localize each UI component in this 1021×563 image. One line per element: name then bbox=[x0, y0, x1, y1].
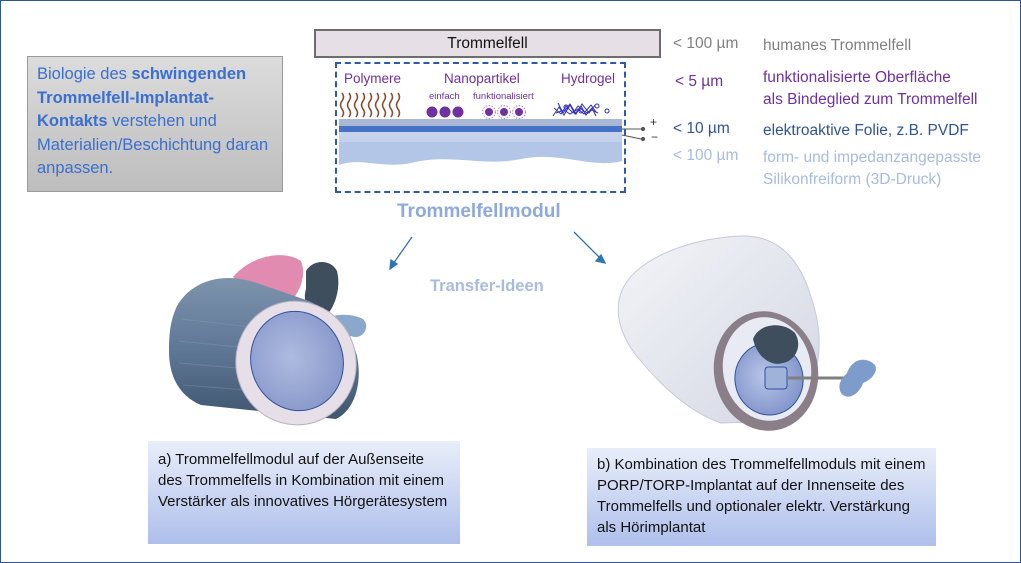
eardrum-module-a bbox=[250, 310, 344, 412]
measure-eardrum: < 100 µm bbox=[673, 35, 739, 52]
desc-eardrum: humanes Trommelfell bbox=[763, 37, 912, 54]
polymer-brushes bbox=[339, 92, 401, 118]
measure-silicone: < 100 µm bbox=[673, 147, 739, 164]
intro-text-bold: schwingenden Trommelfell-Implantat-Konta… bbox=[37, 65, 247, 130]
desc-foil: elektroaktive Folie, z.B. PVDF bbox=[763, 122, 969, 139]
transfer-arrows bbox=[389, 231, 607, 271]
stapes-footplate bbox=[839, 359, 876, 397]
label-einfach: einfach bbox=[429, 91, 460, 102]
desc-silicone-line1: form- und impedanzangepasste bbox=[763, 149, 981, 166]
label-hydrogel: Hydrogel bbox=[561, 71, 616, 86]
silicone-highlight bbox=[339, 136, 622, 142]
intro-text-part1: Biologie des bbox=[37, 65, 132, 83]
module-frame bbox=[335, 62, 626, 193]
porp-torp-head bbox=[764, 366, 788, 390]
illustration-b-inner-ear-implant bbox=[617, 235, 876, 431]
layer-stack bbox=[339, 119, 622, 165]
intro-text-part2: verstehen und Materialien/Beschichtung d… bbox=[37, 112, 269, 177]
nanoparticles-functionalized bbox=[482, 105, 526, 119]
desc-surface-line2: als Bindeglied zum Trommelfell bbox=[763, 91, 978, 108]
electrode-minus: − bbox=[651, 130, 659, 144]
desc-silicone-line2: Silikonfreiform (3D-Druck) bbox=[763, 171, 942, 188]
ossicle-incus-b bbox=[753, 325, 799, 364]
nanoparticles-simple bbox=[426, 106, 464, 118]
label-nanopartikel: Nanopartikel bbox=[444, 71, 520, 86]
pvdf-foil bbox=[339, 126, 622, 133]
foil-lower-edge bbox=[339, 132, 622, 136]
foil-substrate bbox=[339, 119, 622, 127]
measure-surface: < 5 µm bbox=[675, 73, 724, 90]
label-funktionalisiert: funktionalisiert bbox=[473, 91, 534, 102]
illustration-a-outer-ear-module bbox=[169, 255, 367, 426]
intro-textbox: Biologie des schwingenden Trommelfell-Im… bbox=[27, 56, 283, 192]
caption-b: b) Kombination des Trommelfellmoduls mit… bbox=[587, 448, 936, 546]
label-polymere: Polymere bbox=[344, 71, 402, 86]
measure-foil: < 10 µm bbox=[673, 120, 730, 137]
electrode-plus: + bbox=[650, 115, 658, 129]
module-title: Trommelfellmodul bbox=[397, 201, 561, 222]
hydrogel-network bbox=[552, 102, 610, 117]
ossicle-incus bbox=[304, 262, 339, 317]
desc-surface-line1: funktionalisierte Oberfläche bbox=[763, 69, 951, 86]
transfer-title: Transfer-Ideen bbox=[430, 277, 544, 295]
eardrum-bar: Trommelfell bbox=[314, 29, 661, 58]
caption-a: a) Trommelfellmodul auf der Außenseite d… bbox=[148, 441, 460, 544]
